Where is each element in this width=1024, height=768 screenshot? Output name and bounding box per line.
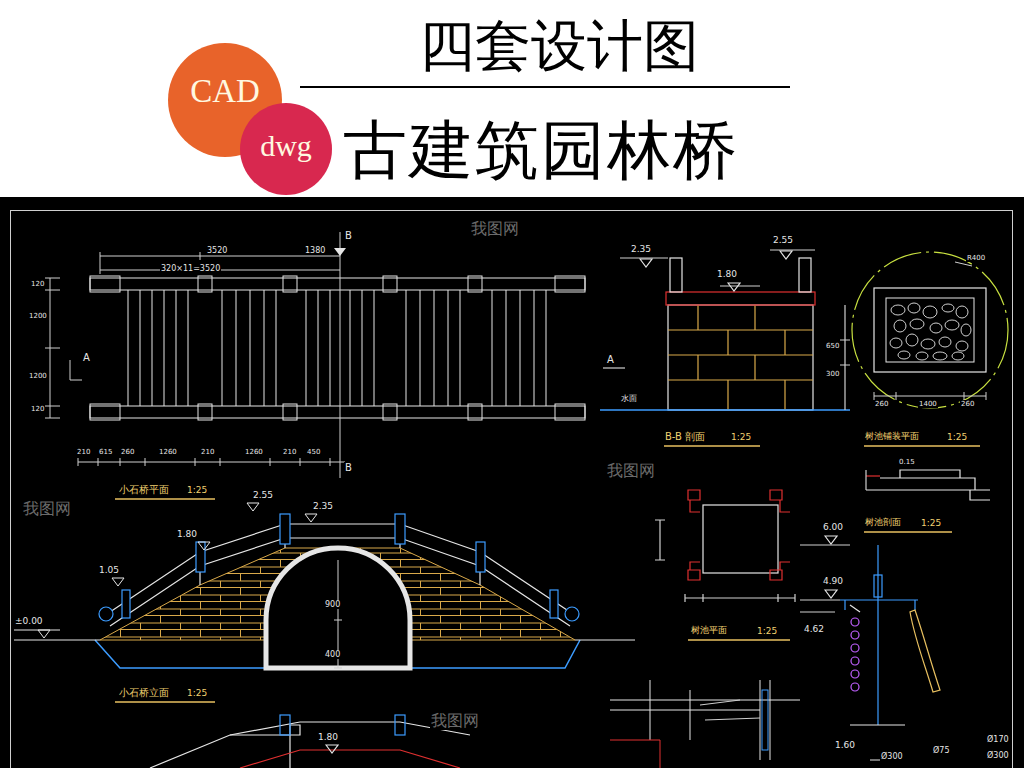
view-title: 树池平面 <box>690 625 728 635</box>
dimension-text: 水面 <box>620 394 638 403</box>
watermark: 我图网 <box>606 462 656 480</box>
dimension-text: Ø300 <box>986 751 1010 760</box>
dimension-text: 1200 <box>28 312 48 320</box>
dimension-text: 1200 <box>28 372 48 380</box>
dimension-text: 650 <box>825 342 840 350</box>
dimension-text: Ø300 <box>880 752 904 761</box>
watermark: 我图网 <box>22 500 72 518</box>
dimension-text: 3520 <box>206 246 228 255</box>
dimension-text: 900 <box>324 600 341 609</box>
dimension-text: 1:25 <box>946 432 968 442</box>
dwg-badge: dwg <box>240 103 332 195</box>
dimension-text: 4.62 <box>803 624 825 634</box>
dimension-text: 300 <box>825 370 840 378</box>
dimension-text: 1:25 <box>920 518 942 528</box>
main-title: 古建筑园林桥 <box>342 114 740 188</box>
dimension-text: 1260 <box>158 448 178 456</box>
dimension-text: 615 <box>98 448 113 456</box>
dimension-text: B <box>344 230 353 242</box>
view-title: 小石桥平面 <box>118 484 170 496</box>
dimension-text: 450 <box>306 448 321 456</box>
dimension-text: A <box>606 354 615 366</box>
dimension-text: 2.35 <box>630 244 652 254</box>
dimension-text: 1380 <box>304 246 326 255</box>
dimension-text: 400 <box>324 650 341 659</box>
dimension-text: 260 <box>960 400 975 408</box>
dimension-text: 1400 <box>918 400 938 408</box>
dimension-text: 210 <box>76 448 91 456</box>
dimension-text: 1:25 <box>186 485 208 495</box>
view-title: 树池剖面 <box>864 517 902 527</box>
dimension-text: 1.80 <box>176 529 198 539</box>
dimension-text: 1.05 <box>98 565 120 575</box>
dimension-text: 2.55 <box>252 490 274 500</box>
dimension-text: Ø170 <box>986 735 1010 744</box>
dimension-text: 120 <box>30 280 45 288</box>
watermark: 我图网 <box>430 712 480 730</box>
view-title: 小石桥立面 <box>118 687 170 699</box>
dimension-text: 120 <box>30 405 45 413</box>
subtitle: 四套设计图 <box>418 14 700 78</box>
dimension-text: 6.00 <box>822 522 844 532</box>
dimension-text: 260 <box>120 448 135 456</box>
dimension-text: R400 <box>966 254 986 262</box>
badge-text: dwg <box>260 129 312 195</box>
dimension-text: 0.15 <box>898 458 916 466</box>
dimension-text: 260 <box>874 400 889 408</box>
dimension-text: 2.35 <box>312 501 334 511</box>
dimension-text: A <box>82 352 91 364</box>
dimension-text: 1.60 <box>834 740 856 750</box>
dimension-text: B <box>344 462 353 474</box>
dimension-text: 210 <box>282 448 297 456</box>
dimension-text: 2.55 <box>772 235 794 245</box>
dimension-text: 1.80 <box>317 732 339 742</box>
dimension-text: 4.90 <box>822 576 844 586</box>
watermark: 我图网 <box>470 220 520 238</box>
dimension-text: ±0.00 <box>14 616 44 626</box>
dimension-text: 320×11=3520 <box>160 264 221 273</box>
dimension-text: 1260 <box>244 448 264 456</box>
dimension-text: 1:25 <box>186 688 208 698</box>
view-title: B-B 剖面 <box>664 431 706 443</box>
view-title: 树池铺装平面 <box>864 431 920 441</box>
dimension-text: Ø75 <box>932 746 950 755</box>
dimension-text: 1:25 <box>730 432 752 442</box>
dimension-text: 1:25 <box>756 626 778 636</box>
dimension-text: 1.80 <box>716 269 738 279</box>
dimension-text: 210 <box>200 448 215 456</box>
